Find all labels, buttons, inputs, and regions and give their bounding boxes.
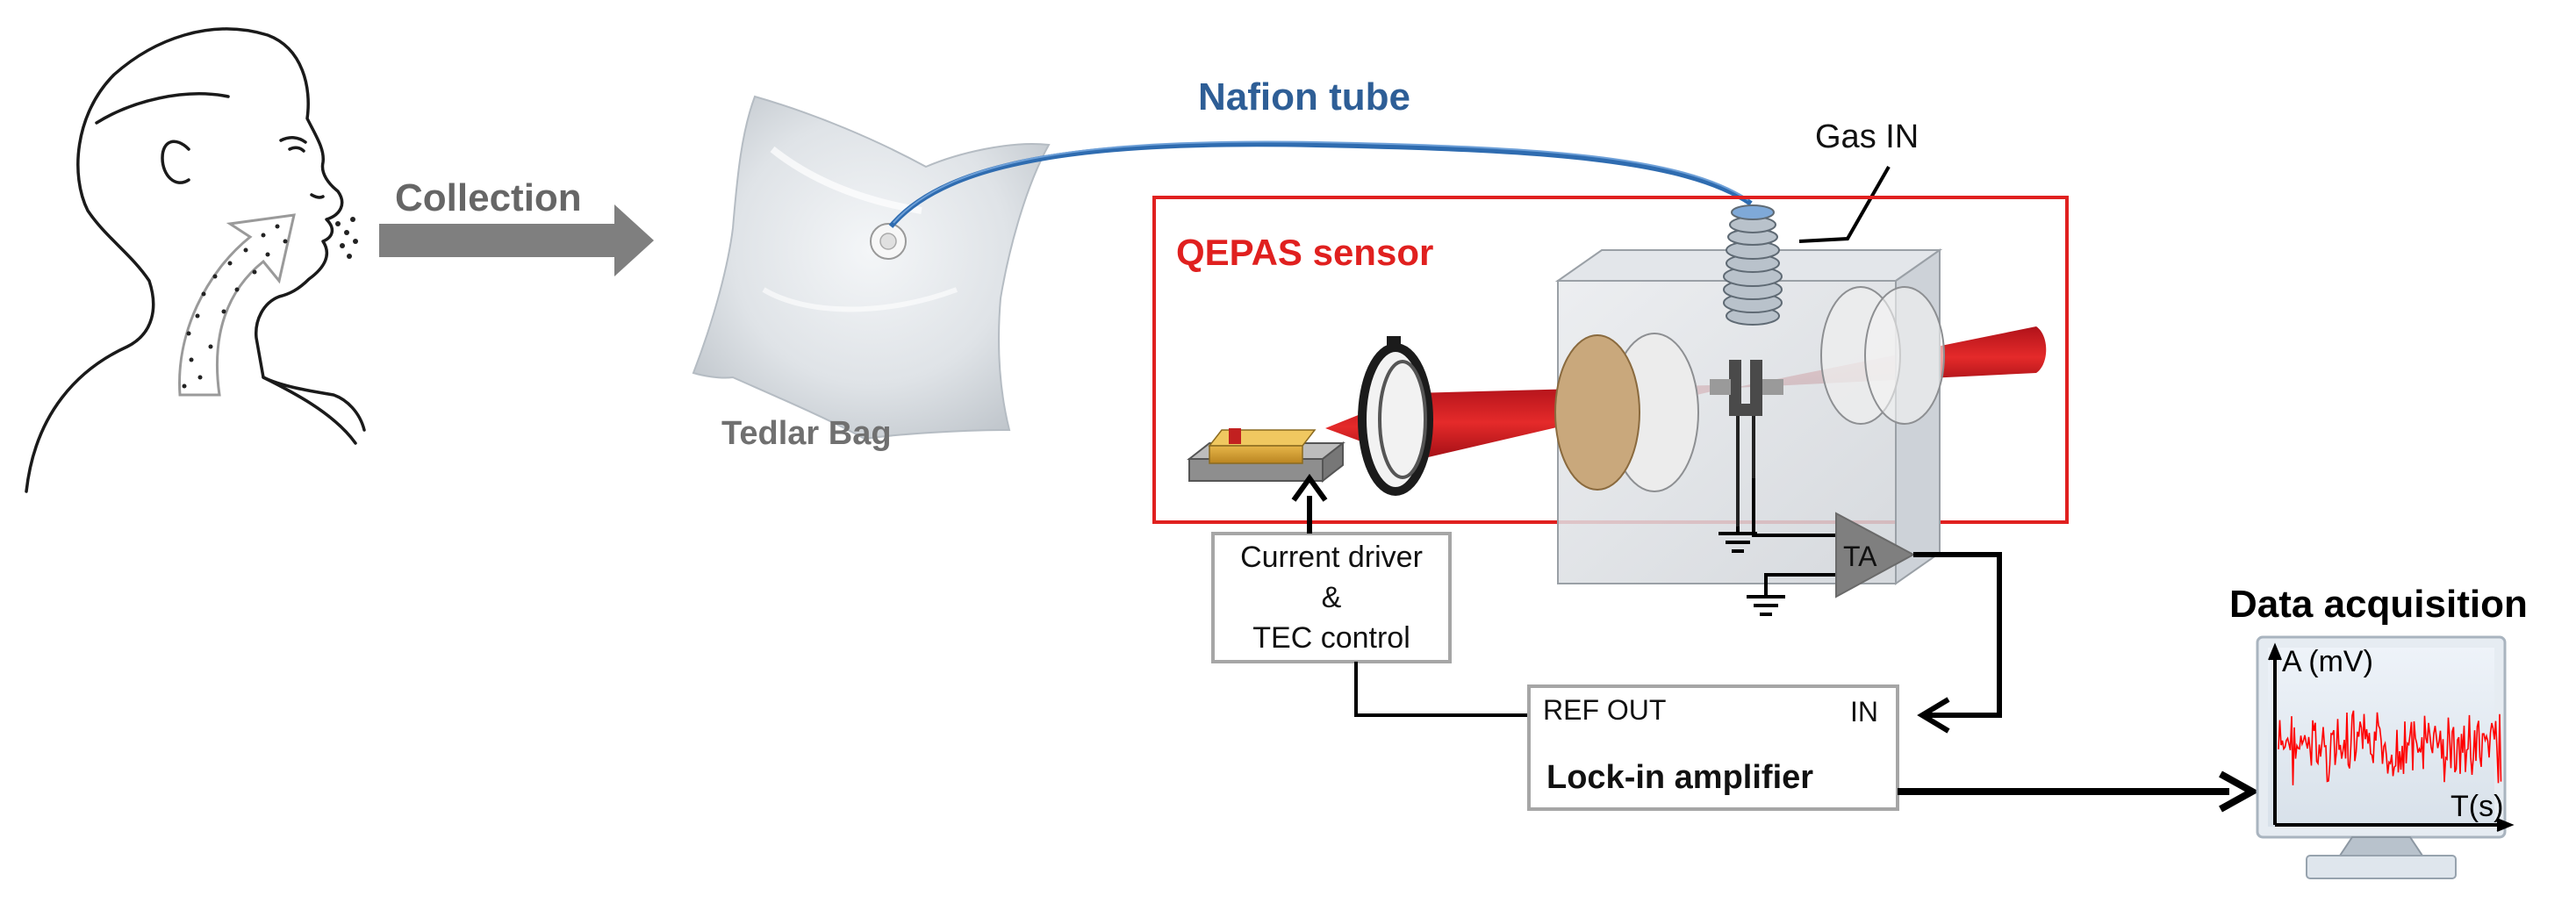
driver-to-laser-arrowhead	[1291, 473, 1328, 502]
gas-in-pointer	[1798, 166, 1891, 243]
laser-source-icon	[1187, 428, 1345, 484]
ground-symbol-icon	[1747, 573, 1836, 616]
focusing-lens-icon	[1358, 336, 1433, 496]
lockin-label: Lock-in amplifier	[1546, 759, 1813, 796]
collection-label: Collection	[395, 176, 582, 219]
collection-arrow	[379, 204, 654, 276]
ref-out-to-driver-wire	[1354, 662, 1529, 717]
airflow-arrow-icon	[178, 213, 358, 397]
ta-to-lockin-wire	[1913, 552, 2002, 718]
lockin-amplifier-box	[1527, 684, 1899, 811]
signal-y-axis-arrowhead	[2268, 642, 2282, 661]
tedlar-bag-icon	[692, 95, 1051, 441]
current-driver-box	[1211, 532, 1452, 663]
nafion-tube-label: Nafion tube	[1198, 75, 1410, 118]
nafion-tube-highlight	[893, 140, 1749, 224]
acoustic-detection-cell-icon	[1554, 204, 1945, 585]
data-acquisition-label: Data acquisition	[2229, 583, 2528, 626]
tedlar-bag-label: Tedlar Bag	[721, 415, 892, 452]
ta-label: TA	[1843, 541, 1877, 572]
y-axis-label: A (mV)	[2282, 645, 2373, 678]
signal-trace	[2278, 710, 2502, 785]
qepas-sensor-label: QEPAS sensor	[1176, 232, 1433, 273]
current-driver-line3: TEC control	[1252, 621, 1410, 655]
fork-to-ta-wire	[1752, 478, 1836, 537]
signal-x-axis-arrowhead	[2496, 818, 2515, 832]
current-driver-line2: &	[1322, 581, 1342, 614]
gas-in-label: Gas IN	[1815, 118, 1919, 155]
current-driver-line1: Current driver	[1240, 541, 1423, 574]
ref-out-label: REF OUT	[1543, 694, 1666, 726]
transimpedance-amplifier	[1835, 512, 1916, 598]
daq-arrowhead	[2219, 770, 2260, 813]
lockin-in-arrowhead	[1917, 697, 1950, 734]
person-exhaling-icon	[25, 27, 366, 493]
ground-symbol-icon	[1719, 527, 1757, 553]
nafion-tube	[888, 141, 1753, 228]
x-axis-label: T(s)	[2450, 790, 2503, 823]
in-label: IN	[1850, 696, 1878, 727]
